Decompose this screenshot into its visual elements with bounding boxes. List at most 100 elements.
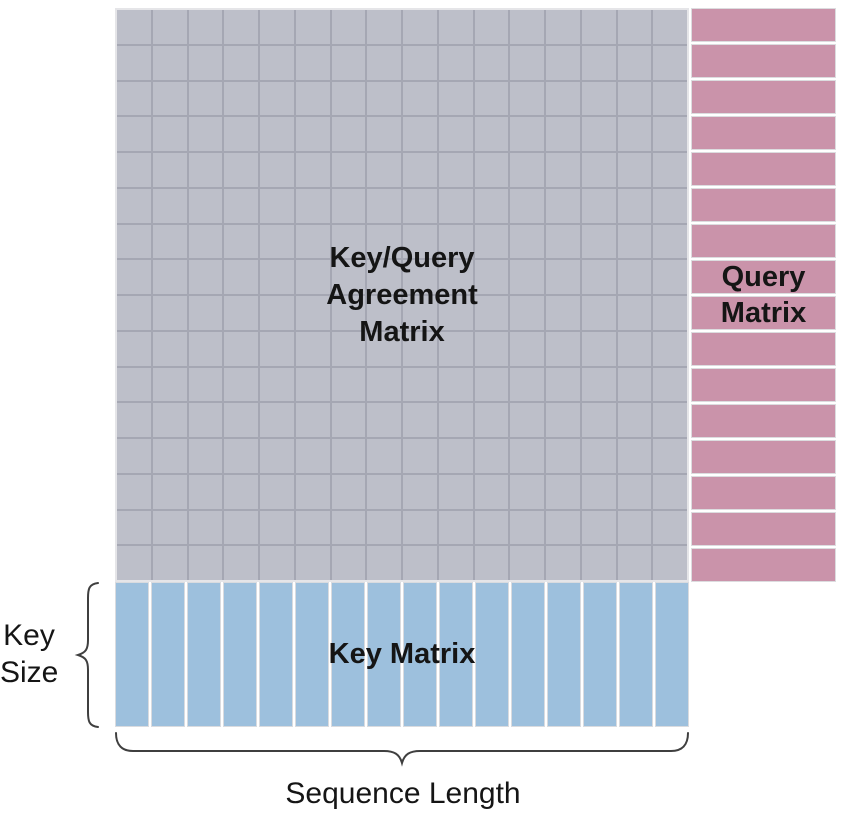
query-matrix-row — [691, 440, 836, 474]
key-matrix-column — [295, 582, 329, 727]
agreement-grid-cell — [617, 224, 652, 259]
agreement-grid-cell — [403, 474, 437, 509]
query-matrix-row — [691, 80, 836, 114]
agreement-grid-cell — [188, 153, 223, 187]
agreement-grid-cell — [152, 117, 187, 151]
key-matrix-column — [439, 582, 473, 727]
agreement-grid-cell — [510, 153, 544, 187]
query-matrix-row — [691, 404, 836, 438]
agreement-grid-cell — [152, 296, 187, 330]
agreement-grid-cell — [617, 546, 652, 580]
query-matrix-row — [691, 116, 836, 150]
agreement-grid-cell — [188, 403, 223, 437]
agreement-grid-cell — [581, 474, 616, 509]
agreement-grid-cell — [295, 117, 330, 151]
query-matrix-row — [691, 332, 836, 366]
key-size-label-line2: Size — [0, 656, 59, 689]
agreement-grid-cell — [224, 153, 258, 187]
agreement-grid-cell — [581, 546, 616, 580]
agreement-grid-cell — [367, 153, 401, 187]
agreement-grid-cell — [617, 188, 652, 223]
agreement-grid-cell — [438, 260, 473, 294]
agreement-grid-cell — [438, 153, 473, 187]
agreement-grid-cell — [438, 474, 473, 509]
agreement-grid-cell — [546, 474, 580, 509]
agreement-grid-cell — [188, 224, 223, 259]
agreement-grid-cell — [152, 10, 187, 44]
agreement-grid-cell — [581, 153, 616, 187]
agreement-grid-cell — [474, 510, 509, 545]
agreement-grid-cell — [546, 331, 580, 366]
agreement-grid-cell — [653, 153, 687, 187]
agreement-grid-cell — [331, 546, 366, 580]
agreement-grid-cell — [617, 153, 652, 187]
agreement-grid-cell — [510, 331, 544, 366]
agreement-grid-cell — [367, 260, 401, 294]
agreement-grid-cell — [438, 188, 473, 223]
agreement-grid-cell — [438, 367, 473, 402]
key-matrix-column — [331, 582, 365, 727]
agreement-grid-cell — [331, 81, 366, 116]
agreement-grid-cell — [117, 403, 151, 437]
agreement-grid-cell — [546, 224, 580, 259]
agreement-grid-cell — [367, 403, 401, 437]
agreement-grid-cell — [295, 45, 330, 80]
agreement-grid-cell — [295, 81, 330, 116]
agreement-grid-cell — [510, 474, 544, 509]
agreement-grid-cell — [510, 296, 544, 330]
agreement-grid-cell — [581, 510, 616, 545]
agreement-grid-cell — [331, 474, 366, 509]
agreement-grid-cell — [260, 510, 294, 545]
agreement-grid-cell — [653, 81, 687, 116]
agreement-grid-cell — [546, 439, 580, 473]
agreement-grid-cell — [367, 188, 401, 223]
key-matrix-column — [223, 582, 257, 727]
agreement-grid-cell — [331, 510, 366, 545]
agreement-grid-cell — [224, 260, 258, 294]
agreement-grid-cell — [617, 45, 652, 80]
agreement-grid-cell — [224, 188, 258, 223]
agreement-grid-cell — [331, 188, 366, 223]
agreement-grid-cell — [295, 10, 330, 44]
agreement-grid-cell — [117, 117, 151, 151]
agreement-grid-cell — [510, 81, 544, 116]
agreement-grid-cell — [260, 45, 294, 80]
agreement-grid-cell — [546, 403, 580, 437]
key-matrix-column — [655, 582, 689, 727]
agreement-grid-cell — [295, 403, 330, 437]
agreement-grid-cell — [653, 45, 687, 80]
agreement-grid-cell — [367, 546, 401, 580]
agreement-grid-cell — [581, 367, 616, 402]
agreement-grid-cell — [653, 117, 687, 151]
agreement-grid-cell — [581, 260, 616, 294]
agreement-grid-cell — [295, 331, 330, 366]
agreement-grid-cell — [653, 510, 687, 545]
agreement-grid-cell — [260, 153, 294, 187]
agreement-grid-cell — [260, 81, 294, 116]
agreement-grid-cell — [152, 546, 187, 580]
agreement-grid-cell — [367, 117, 401, 151]
agreement-grid-cell — [295, 510, 330, 545]
agreement-grid-cell — [653, 224, 687, 259]
agreement-grid-cell — [260, 188, 294, 223]
agreement-grid-cell — [367, 224, 401, 259]
agreement-grid-cell — [474, 403, 509, 437]
agreement-grid-cell — [617, 403, 652, 437]
agreement-grid-cell — [546, 188, 580, 223]
agreement-grid-cell — [617, 10, 652, 44]
agreement-grid-cell — [581, 188, 616, 223]
agreement-grid-cell — [403, 117, 437, 151]
agreement-grid-cell — [295, 546, 330, 580]
agreement-grid-cell — [331, 331, 366, 366]
agreement-grid-cell — [152, 260, 187, 294]
agreement-grid-cell — [260, 260, 294, 294]
agreement-grid-cell — [653, 367, 687, 402]
agreement-grid-cell — [331, 296, 366, 330]
agreement-grid-cell — [188, 367, 223, 402]
agreement-grid-cell — [152, 439, 187, 473]
agreement-grid-cell — [331, 117, 366, 151]
agreement-grid-cell — [260, 439, 294, 473]
agreement-grid-cell — [224, 117, 258, 151]
agreement-grid-cell — [438, 403, 473, 437]
